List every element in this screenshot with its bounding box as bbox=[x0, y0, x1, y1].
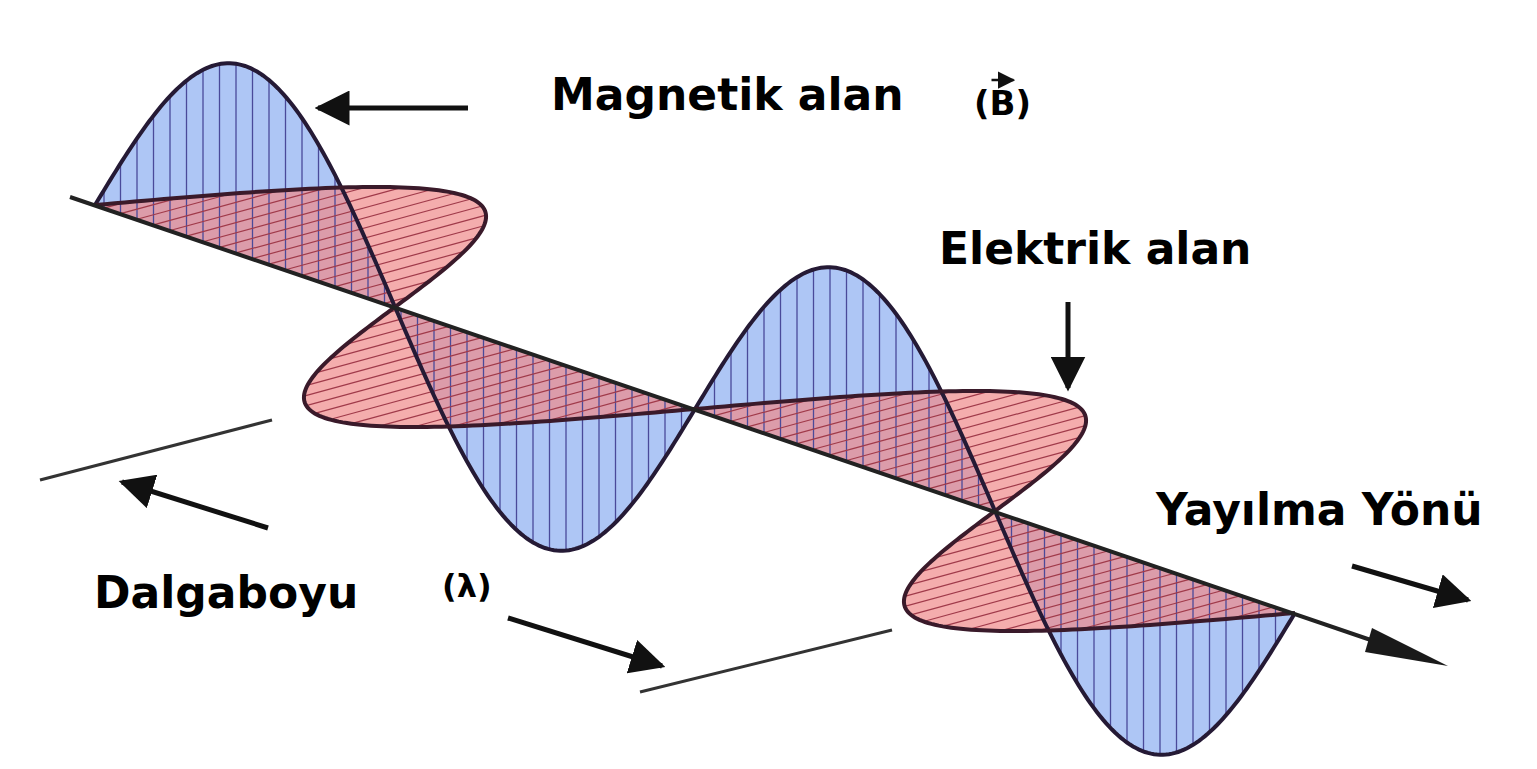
leader-arrow bbox=[318, 106, 468, 111]
dimension-arrow bbox=[508, 618, 662, 666]
field-label: Magnetik alan bbox=[545, 68, 910, 123]
leader-arrow bbox=[1066, 302, 1071, 388]
vector-arrow bbox=[992, 79, 1014, 82]
field-label: Elektrik alan bbox=[933, 222, 1257, 277]
dimension-arrow bbox=[122, 482, 268, 528]
dimension-line bbox=[640, 630, 892, 692]
quantity-symbol: (λ) bbox=[436, 566, 498, 607]
leader-arrow bbox=[1352, 566, 1468, 600]
dimension-line bbox=[40, 420, 272, 480]
quantity-label: Dalgaboyu bbox=[88, 566, 364, 621]
direction-label: Yayılma Yönü bbox=[1150, 483, 1489, 538]
propagation-axis bbox=[70, 197, 1400, 650]
axis-arrowhead bbox=[1365, 628, 1448, 666]
vector-symbol: (B) bbox=[968, 74, 1037, 125]
